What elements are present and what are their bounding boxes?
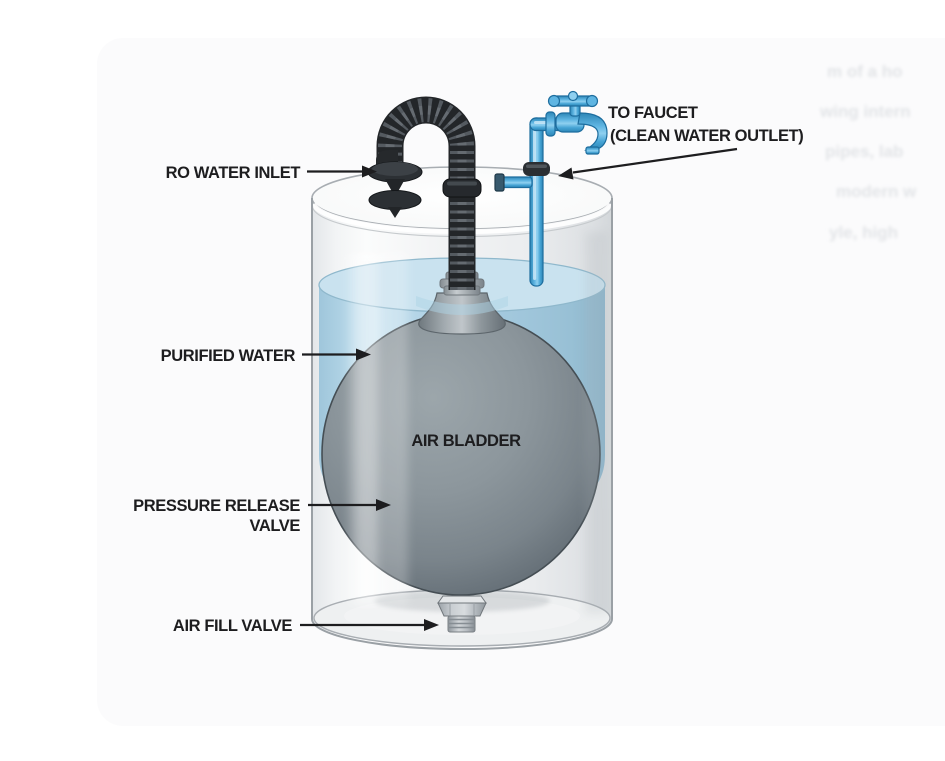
glass-reflection-band	[348, 232, 607, 614]
inlet-fitting-icon	[367, 150, 423, 218]
arrowhead-purified-water	[356, 348, 371, 361]
arrowhead-ro-water-inlet	[362, 165, 377, 178]
faded-text-line: wing intern	[819, 102, 911, 121]
air-fill-valve-icon	[437, 595, 487, 633]
label-air-fill-valve: AIR FILL VALVE	[173, 617, 292, 635]
faded-text-line: m of a ho	[827, 62, 903, 81]
arrowhead-air-fill-valve	[424, 619, 439, 631]
label-purified-water: PURIFIED WATER	[161, 347, 296, 365]
label-to-faucet: TO FAUCET	[608, 104, 698, 122]
waterline-over-bell	[416, 296, 508, 315]
arrowhead-to-faucet	[558, 167, 574, 180]
label-ro-water-inlet: RO WATER INLET	[166, 164, 301, 182]
faucet-icon	[494, 90, 608, 287]
label-clean-water-outlet: (CLEAN WATER OUTLET)	[610, 127, 803, 145]
arrow-to-faucet	[572, 147, 738, 174]
ro-inlet-hose	[376, 96, 482, 290]
label-pressure-release: PRESSURE RELEASE	[133, 497, 300, 515]
tank-outline	[311, 198, 613, 650]
faded-background-text: m of a ho wing intern pipes, lab modern …	[819, 62, 917, 242]
label-pressure-release-valve: VALVE	[249, 517, 300, 535]
faded-text-line: pipes, lab	[825, 142, 903, 161]
storage-tank	[311, 166, 613, 650]
faded-text-line: yle, high	[829, 223, 898, 242]
callouts: RO WATER INLET TO FAUCET (CLEAN WATER OU…	[133, 104, 804, 635]
faded-text-line: modern w	[836, 182, 917, 201]
label-air-bladder: AIR BLADDER	[411, 432, 521, 450]
arrowhead-pressure-release	[376, 499, 391, 511]
